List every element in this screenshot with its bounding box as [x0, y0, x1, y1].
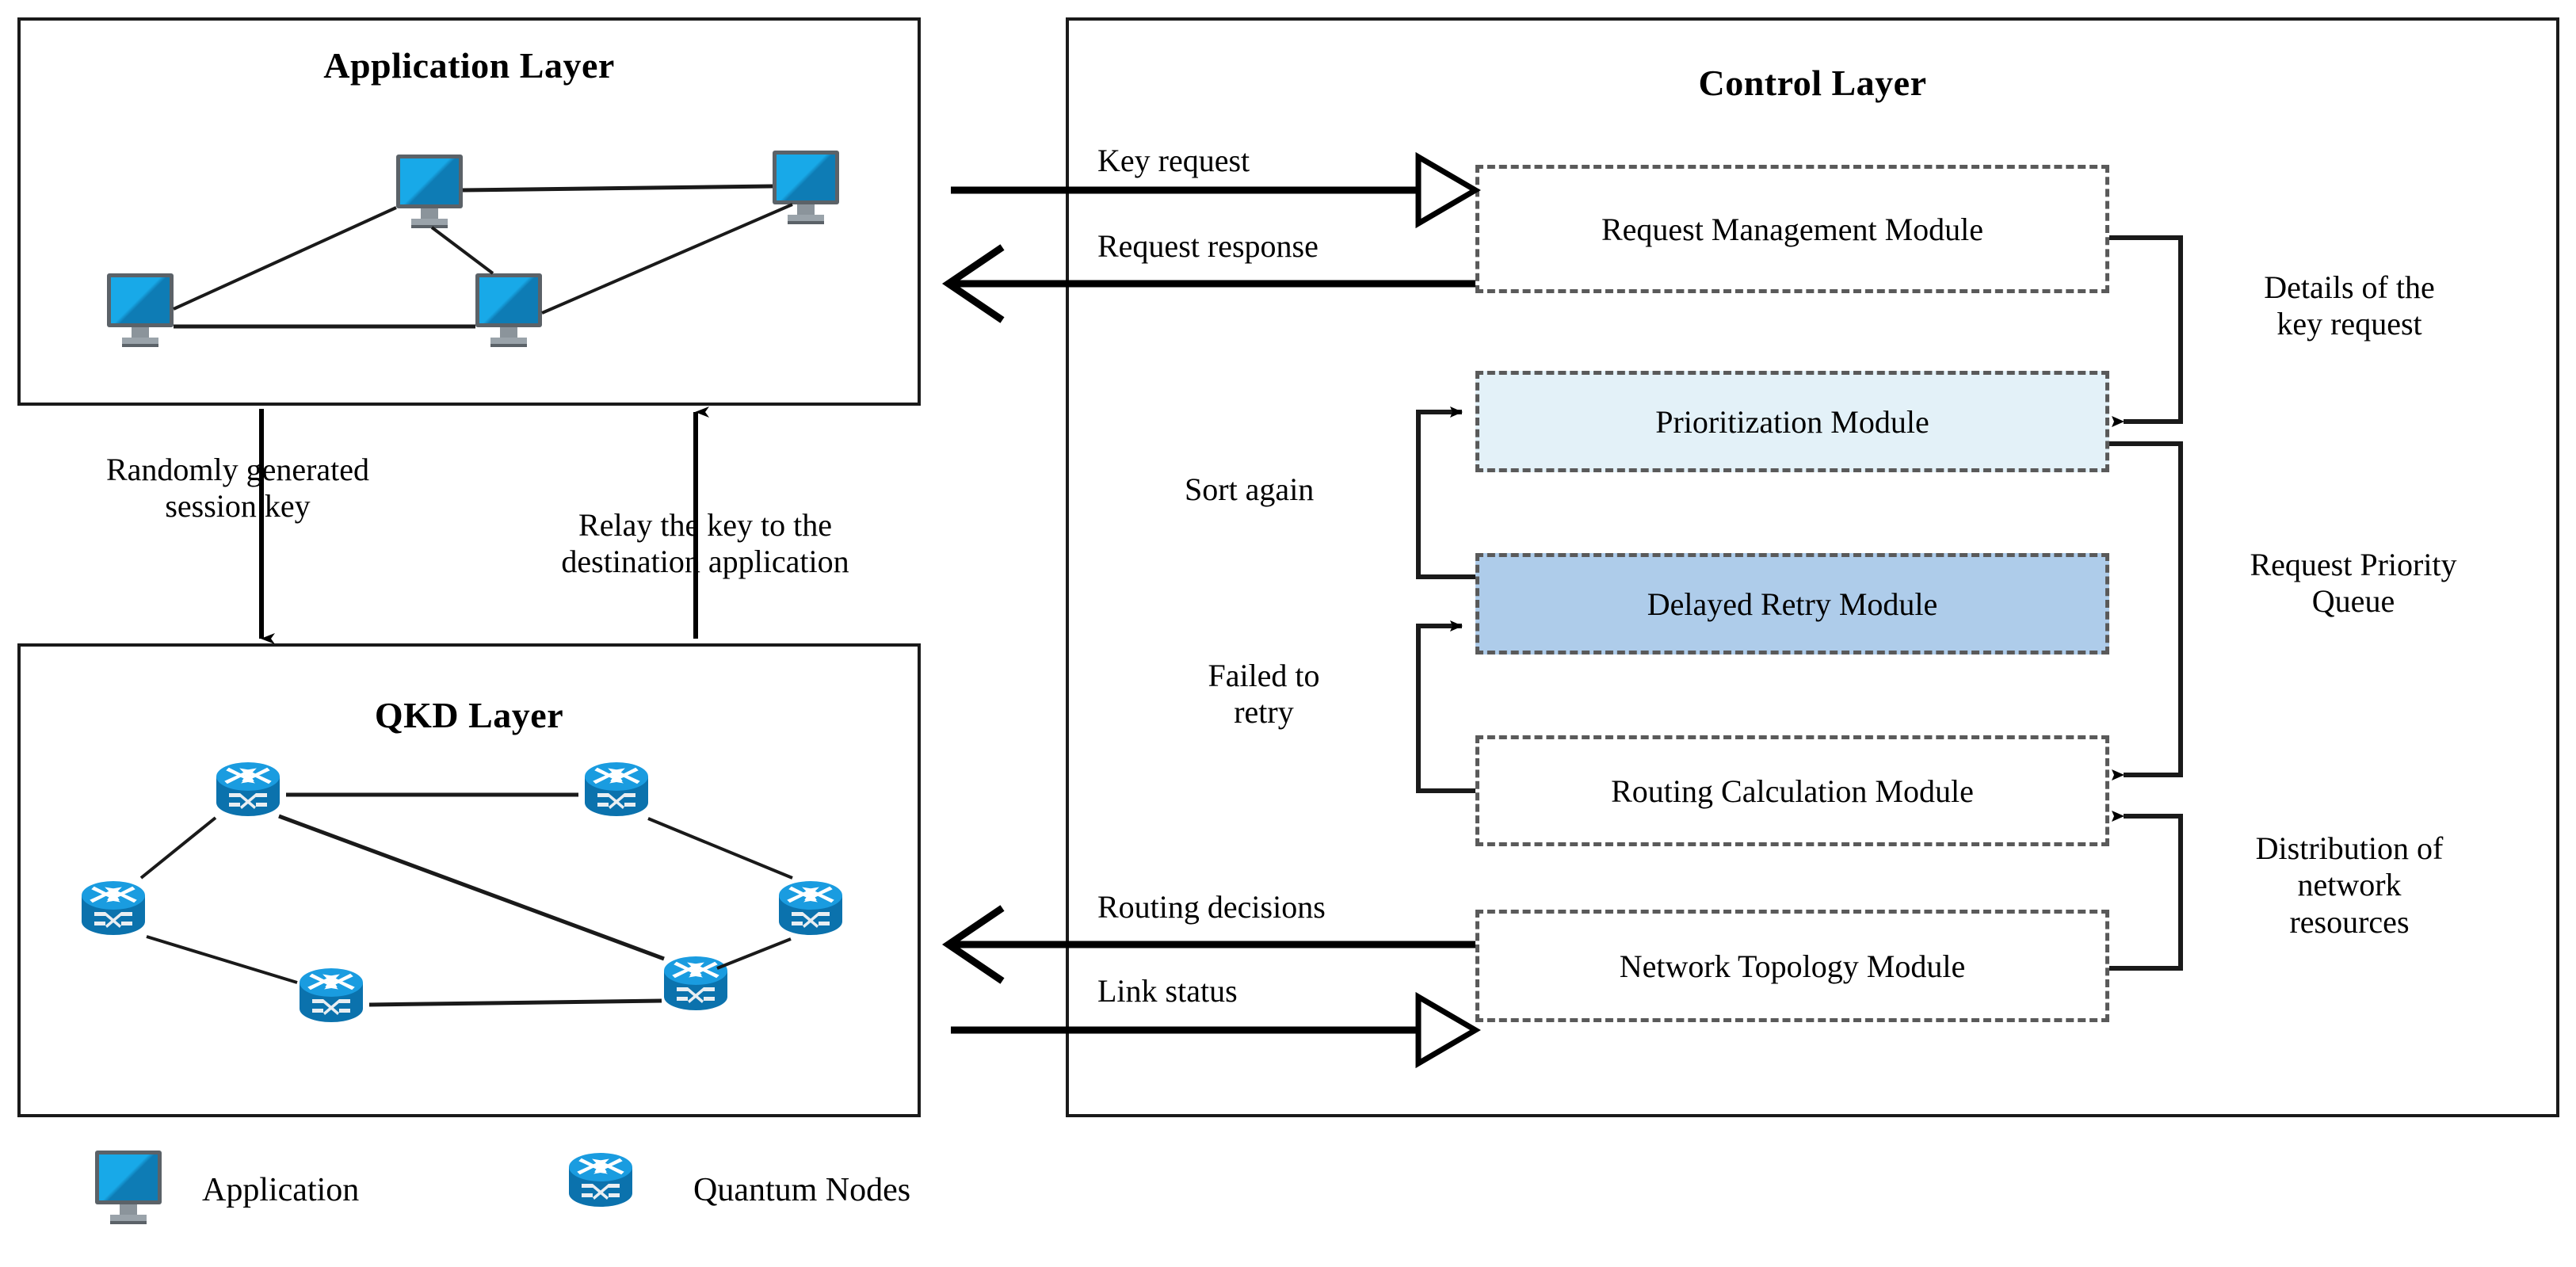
- label-key-request: Key request: [1097, 143, 1250, 178]
- monitor-icon: [396, 155, 463, 228]
- legend-router-icon: [563, 1147, 639, 1212]
- router-icon: [773, 876, 849, 941]
- label-link-status: Link status: [1097, 973, 1238, 1009]
- label-routing-decisions: Routing decisions: [1097, 889, 1326, 925]
- monitor-icon: [475, 273, 542, 347]
- label-request-response: Request response: [1097, 228, 1319, 264]
- legend-label-quantum-nodes: Quantum Nodes: [693, 1172, 911, 1208]
- application-layer-title: Application Layer: [323, 45, 615, 86]
- router-icon: [658, 951, 734, 1016]
- monitor-icon: [773, 151, 839, 224]
- router-icon: [75, 876, 151, 941]
- module-routing-calculation[interactable]: Routing Calculation Module: [1475, 735, 2109, 846]
- label-failed-to-retry: Failed to retry: [1208, 658, 1320, 731]
- module-delayed-retry[interactable]: Delayed Retry Module: [1475, 553, 2109, 654]
- label-distribution-of-network-resources: Distribution of network resources: [2255, 830, 2444, 940]
- qkd-layer-title: QKD Layer: [374, 695, 564, 735]
- module-label: Network Topology Module: [1619, 948, 1966, 984]
- label-randomly-generated-session-key: Randomly generated session key: [105, 452, 370, 525]
- monitor-icon: [107, 273, 174, 347]
- module-label: Request Management Module: [1601, 211, 1984, 247]
- module-label: Routing Calculation Module: [1611, 773, 1974, 809]
- router-icon: [293, 963, 369, 1028]
- module-prioritization[interactable]: Prioritization Module: [1475, 371, 2109, 472]
- module-label: Prioritization Module: [1655, 403, 1929, 440]
- label-details-of-key-request: Details of the key request: [2264, 269, 2435, 342]
- control-layer-title: Control Layer: [1698, 63, 1927, 103]
- module-request-management[interactable]: Request Management Module: [1475, 165, 2109, 293]
- router-icon: [578, 757, 654, 822]
- module-network-topology[interactable]: Network Topology Module: [1475, 910, 2109, 1022]
- router-icon: [210, 757, 286, 822]
- label-sort-again: Sort again: [1185, 471, 1315, 507]
- module-label: Delayed Retry Module: [1647, 586, 1938, 622]
- routing-decisions-arrowhead: [941, 905, 1005, 984]
- label-request-priority-queue: Request Priority Queue: [2250, 547, 2457, 620]
- request-response-arrowhead: [941, 244, 1005, 323]
- label-relay-the-key: Relay the key to the destination applica…: [561, 507, 849, 580]
- legend-label-application: Application: [202, 1172, 360, 1208]
- legend-monitor-icon: [95, 1151, 162, 1224]
